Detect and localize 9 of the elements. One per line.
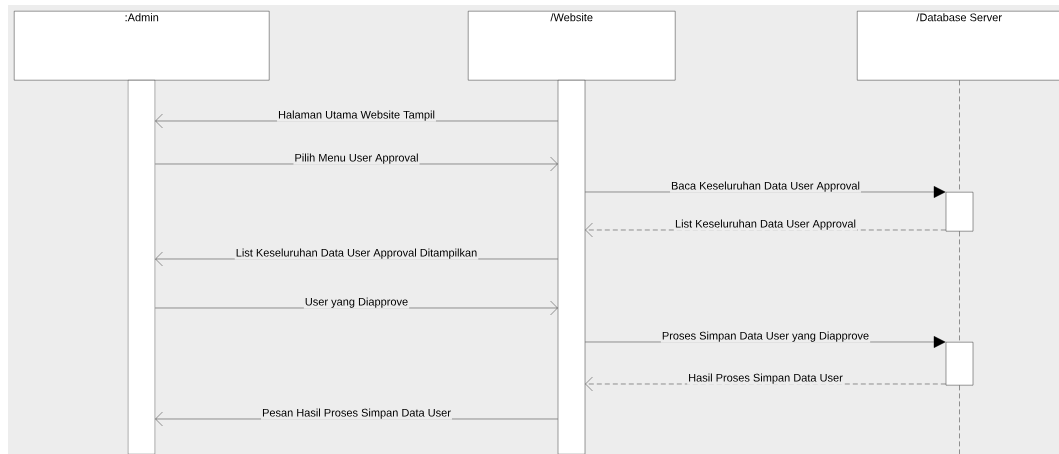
activation-bar: [557, 80, 586, 454]
activation-bar: [945, 342, 974, 386]
lifeline: [959, 385, 960, 454]
lifeline-header-box: :Admin: [14, 11, 270, 81]
lifeline-header-box: /Website: [468, 11, 676, 81]
lifeline: [959, 231, 960, 343]
lifeline-header-box: /Database Server: [857, 11, 1059, 81]
activation-bar: [945, 192, 974, 232]
activation-bar: [127, 80, 156, 454]
